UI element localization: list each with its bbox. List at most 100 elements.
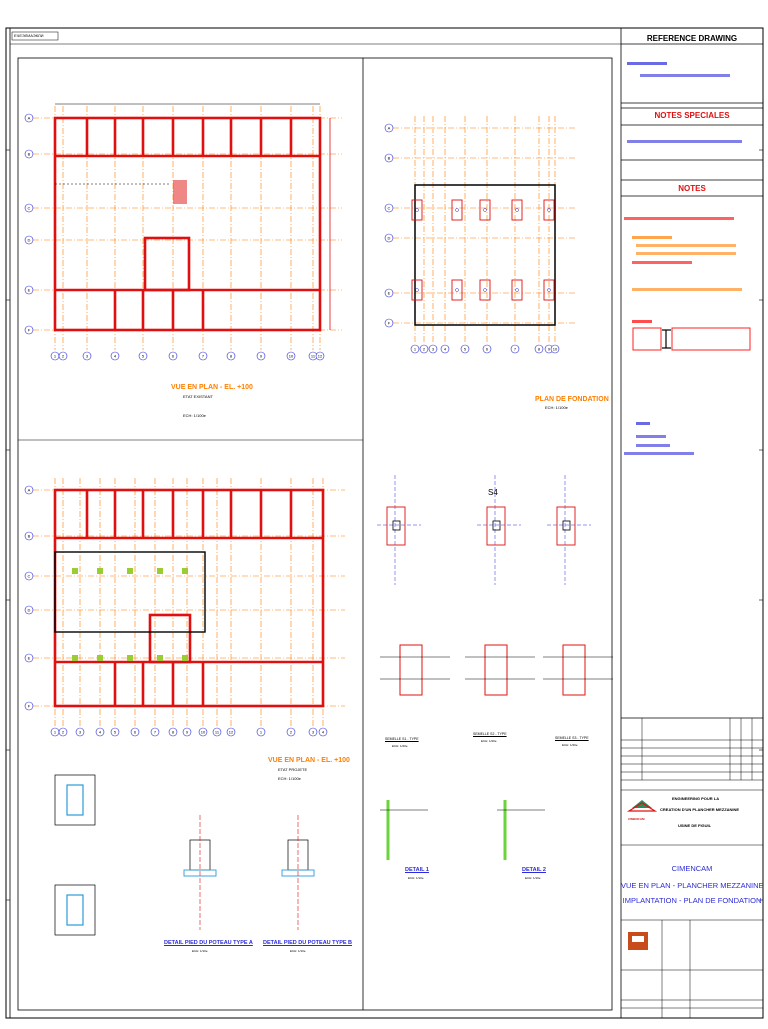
footing-pad	[411, 199, 423, 221]
axis-label: 1	[54, 354, 57, 359]
column-marker	[72, 655, 78, 661]
axis-bubble	[24, 285, 34, 295]
project-line3: USINE DE FIGUIL	[678, 823, 712, 828]
axis-label: 5	[114, 730, 117, 735]
axis-label: 8	[172, 730, 175, 735]
axis-bubble	[384, 318, 394, 328]
axis-bubble	[286, 727, 296, 737]
axis-bubble	[24, 531, 34, 541]
axis-bubble	[256, 351, 266, 361]
footing-pad	[479, 279, 491, 301]
axis-bubble	[410, 344, 420, 354]
axis-label: 7	[202, 354, 205, 359]
notes-speciales-title: NOTES SPECIALES	[654, 111, 730, 120]
semelle-s2-scale: ECH: 1/20e	[481, 739, 497, 743]
footing-pad	[543, 199, 555, 221]
semelle-s2-title: SEMELLE S2 - TYPE	[473, 732, 507, 736]
axis-label: 3	[432, 347, 435, 352]
plan-fondation-title: PLAN DE FONDATION	[535, 396, 609, 403]
axis-bubble	[550, 344, 560, 354]
axis-label: 7	[514, 347, 517, 352]
axis-label: C	[388, 206, 391, 211]
semelle-section	[484, 644, 508, 696]
company-logo-text: CIMENCAM	[628, 817, 645, 821]
axis-bubble	[58, 351, 68, 361]
wall-outline	[53, 488, 325, 708]
axis-label: 1	[260, 730, 263, 735]
axis-bubble	[428, 344, 438, 354]
axis-bubble	[138, 351, 148, 361]
column-marker	[515, 288, 519, 292]
axis-bubble	[182, 727, 192, 737]
axis-label: F	[28, 704, 31, 709]
column-marker	[97, 568, 103, 574]
axis-bubble	[212, 727, 222, 737]
axis-label: 2	[290, 730, 293, 735]
baseplate	[492, 520, 501, 531]
axis-label: D	[28, 238, 31, 243]
detail-2-title: DETAIL 2	[522, 867, 546, 873]
plan-projete-title: VUE EN PLAN - EL. +100	[268, 757, 350, 764]
footing-pad	[543, 279, 555, 301]
axis-bubble	[510, 344, 520, 354]
axis-bubble	[24, 149, 34, 159]
corner-reference: ЕЧЕЭЛИАЭКЛИ	[14, 33, 44, 38]
axis-bubble	[440, 344, 450, 354]
axis-bubble	[24, 203, 34, 213]
column-marker	[455, 288, 459, 292]
column-marker	[483, 288, 487, 292]
column-marker	[415, 288, 419, 292]
detail-a-title: DETAIL PIED DU POTEAU TYPE A	[164, 940, 253, 946]
footing-tag-s4: S4	[488, 488, 498, 497]
baseplate	[392, 520, 401, 531]
semelle-section	[399, 644, 423, 696]
axis-label: 3	[312, 730, 315, 735]
axis-label: 1	[414, 347, 417, 352]
axis-label: 5	[142, 354, 145, 359]
column-marker	[127, 568, 133, 574]
axis-label: 8	[230, 354, 233, 359]
semelle-s3-scale: ECH: 1/20e	[562, 743, 578, 747]
axis-label: 10	[201, 730, 206, 735]
axis-label: D	[388, 236, 391, 241]
axis-label: E	[28, 288, 31, 293]
axis-bubble	[110, 727, 120, 737]
axis-label: 11	[311, 354, 316, 359]
axis-bubble	[384, 153, 394, 163]
column-marker	[182, 655, 188, 661]
column-marker	[455, 208, 459, 212]
axis-label: 10	[289, 354, 294, 359]
drawing-title-line3: IMPLANTATION - PLAN DE FONDATION	[622, 896, 762, 905]
axis-bubble	[168, 727, 178, 737]
axis-bubble	[460, 344, 470, 354]
semelle-s3-title: SEMELLE S3 - TYPE	[555, 736, 589, 740]
post-section	[66, 894, 84, 926]
axis-bubble	[384, 288, 394, 298]
baseplate	[183, 869, 217, 877]
column-marker	[72, 568, 78, 574]
axis-label: 2	[423, 347, 426, 352]
column-marker	[415, 208, 419, 212]
stair	[173, 180, 187, 204]
axis-label: A	[28, 488, 31, 493]
axis-bubble	[168, 351, 178, 361]
axis-label: C	[28, 574, 31, 579]
axis-bubble	[24, 113, 34, 123]
axis-bubble	[24, 485, 34, 495]
column-marker	[157, 655, 163, 661]
post-plan	[54, 774, 96, 826]
axis-label: 6	[134, 730, 137, 735]
project-line1: ENGINEERING POUR LA	[672, 796, 720, 801]
axis-bubble	[482, 344, 492, 354]
axis-bubble	[24, 605, 34, 615]
axis-label: A	[28, 116, 31, 121]
column-marker	[127, 655, 133, 661]
axis-label: 9	[186, 730, 189, 735]
axis-bubble	[58, 727, 68, 737]
project-line2: CREATION D'UN PLANCHER MEZZANINE	[660, 807, 740, 812]
drawing-title-line2: VUE EN PLAN - PLANCHER MEZZANINE	[621, 881, 764, 890]
plan-fondation-scale: ECH: 1/100e	[545, 405, 568, 410]
axis-label: 12	[229, 730, 234, 735]
axis-bubble	[150, 727, 160, 737]
